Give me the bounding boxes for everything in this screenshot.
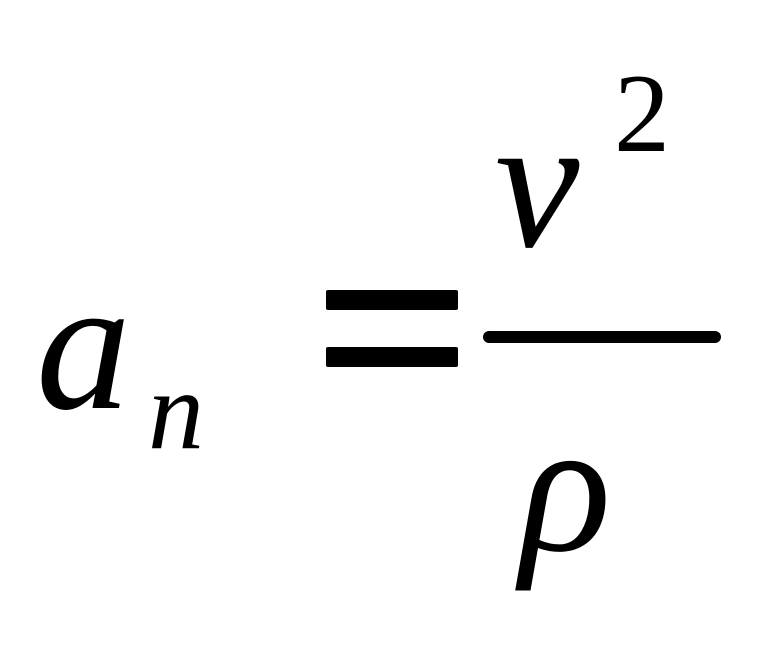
lhs-variable: a [36,240,131,450]
denominator-variable: ρ [520,382,612,592]
equals-sign-bottom-bar [326,347,458,367]
numerator-variable: v [495,78,580,288]
equals-sign-top-bar [326,290,458,310]
lhs-subscript: n [148,349,204,473]
fraction-bar [483,331,721,343]
numerator-exponent: 2 [614,52,670,176]
